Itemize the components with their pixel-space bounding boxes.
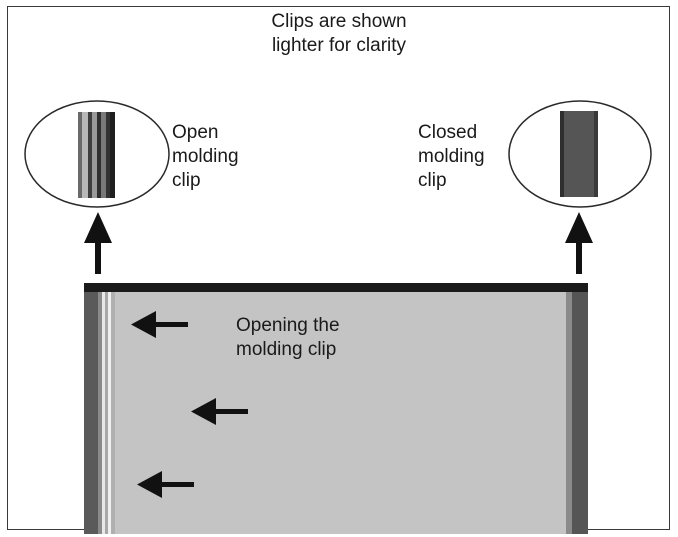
open-clip-label: Open molding clip xyxy=(172,121,239,193)
right-molding xyxy=(572,292,588,534)
up-arrow-icon-right xyxy=(565,212,593,274)
top-rail xyxy=(84,283,588,292)
left-arrow-icon-3 xyxy=(137,471,194,498)
open-clip-label-line-2: molding xyxy=(172,146,239,167)
left-arrow-icon-2 xyxy=(191,398,248,425)
left-arrow-icon-1 xyxy=(131,311,188,338)
up-arrow-icon-left xyxy=(84,212,112,274)
left-clip-highlight xyxy=(102,292,105,534)
opening-clip-label-line-2: molding clip xyxy=(236,339,337,360)
open-clip-label-line-1: Open xyxy=(172,122,219,143)
left-molding xyxy=(84,292,98,534)
open-clip-label-line-3: clip xyxy=(172,170,201,191)
clarity-note-line-2: lighter for clarity xyxy=(271,35,407,56)
closed-clip-icon xyxy=(560,111,598,197)
window-panel xyxy=(84,283,588,534)
opening-clip-label-line-1: Opening the xyxy=(236,315,340,336)
closed-clip-label-line-2: molding xyxy=(418,146,485,167)
closed-clip-label-line-3: clip xyxy=(418,170,447,191)
opening-clip-label: Opening the molding clip xyxy=(236,314,340,362)
closed-clip-label-line-1: Closed xyxy=(418,122,478,143)
open-clip-icon xyxy=(78,112,115,198)
clarity-note-line-1: Clips are shown xyxy=(271,11,407,32)
closed-clip-label: Closed molding clip xyxy=(418,121,485,193)
closed-clip-callout-oval xyxy=(508,100,652,208)
open-clip-callout-oval xyxy=(24,100,170,208)
clarity-note: Clips are shown lighter for clarity xyxy=(0,10,678,58)
